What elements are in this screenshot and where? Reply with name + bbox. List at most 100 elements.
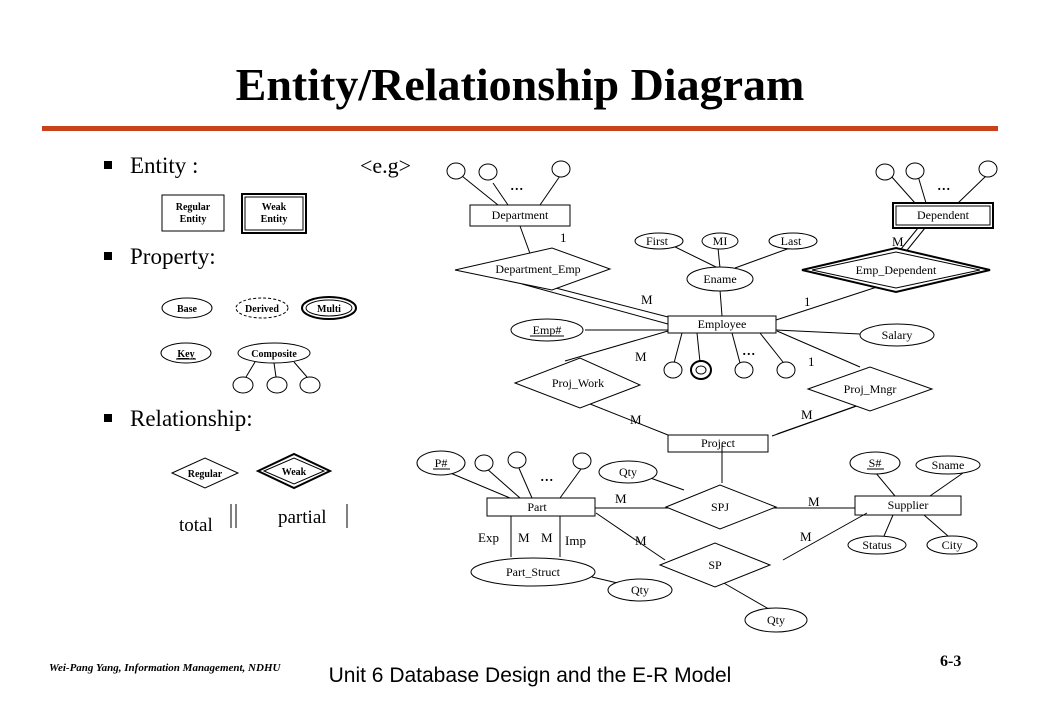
entity-employee-label: Employee (698, 317, 747, 331)
entity-supplier (854, 495, 962, 516)
legend-weak-entity-line1: Weak (262, 202, 287, 213)
entity-department (469, 204, 571, 227)
ellipsis-employee: ... (742, 339, 756, 359)
entity-employee (667, 315, 777, 334)
legend-regular-rel-label: Regular (188, 469, 223, 480)
bullet-entity-text: Entity : (130, 153, 199, 178)
bullet-marker (104, 251, 112, 260)
attribute-ellipse (551, 160, 571, 178)
legend-composite-label: Composite (251, 349, 297, 360)
attr-qty-part-struct-label: Qty (631, 583, 649, 597)
card-dept: 1 (560, 230, 567, 245)
legend: Regular Entity Weak Entity Base Derived … (160, 193, 357, 490)
er-main: Department Dependent Employee Project Pa… (416, 160, 998, 633)
attribute-ellipse (978, 160, 998, 178)
bullet-marker (104, 160, 112, 169)
attribute-ellipse (734, 361, 754, 379)
attr-salary (859, 323, 935, 347)
attribute-ellipse (446, 162, 466, 180)
attr-city-label: City (942, 538, 963, 552)
entity-dependent-label: Dependent (917, 208, 970, 222)
legend-key-ellipse (160, 342, 212, 364)
rel-emp-dependent-label: Emp_Dependent (856, 263, 937, 277)
card-proj-mngr-proj: M (801, 407, 813, 422)
card-proj-mngr-emp: 1 (808, 354, 815, 369)
rel-proj-mngr-label: Proj_Mngr (844, 382, 897, 396)
attribute-ellipse (875, 163, 895, 181)
unnamed-attributes (446, 160, 998, 472)
legend-base-ellipse (161, 297, 213, 319)
attribute-ellipse (474, 454, 494, 472)
entity-department-label: Department (492, 208, 549, 222)
legend-multi-inner (305, 299, 353, 317)
attr-qty-spj (598, 460, 658, 484)
attr-sname-label: Sname (932, 458, 965, 472)
attr-p-no (416, 450, 466, 476)
attribute-ellipse (663, 361, 683, 379)
rel-department-emp (454, 247, 612, 291)
rel-emp-dependent-outer (801, 246, 991, 294)
card-spj-project: M (635, 533, 647, 548)
attr-qty-spj-label: Qty (619, 465, 637, 479)
attr-ename (686, 266, 754, 292)
attr-salary-label: Salary (882, 328, 913, 342)
legend-partial-label: partial (278, 507, 327, 528)
attr-last (768, 232, 818, 250)
card-spj-supplier: M (808, 494, 820, 509)
ellipsis-department: ... (510, 174, 524, 194)
footer-author: Wei-Pang Yang, Information Management, N… (49, 662, 281, 674)
attr-first-label: First (646, 234, 669, 248)
legend-weak-entity-line2: Entity (261, 214, 288, 225)
rel-proj-mngr (806, 366, 934, 412)
legend-weak-rel-inner (262, 457, 326, 485)
card-imp-m: M (541, 530, 553, 545)
bullet-property: Property: (104, 244, 216, 270)
rel-emp-dependent-inner (811, 251, 981, 289)
attr-first (634, 232, 684, 250)
attr-s-no (849, 451, 901, 475)
attr-emp-no-label: Emp# (533, 323, 562, 337)
attr-last-label: Last (781, 234, 802, 248)
legend-weak-rel-label: Weak (282, 467, 307, 478)
legend-weak-entity-outer (241, 193, 307, 234)
attr-p-no-label: P# (435, 456, 448, 470)
legend-regular-entity-box (161, 194, 225, 232)
connectors (447, 175, 987, 613)
legend-base-label: Base (177, 304, 198, 315)
legend-derived-label: Derived (245, 304, 279, 315)
rel-part-struct (470, 557, 596, 587)
attr-ename-label: Ename (703, 272, 736, 286)
legend-composite-link (293, 361, 308, 378)
attr-status-label: Status (862, 538, 892, 552)
entity-project (667, 434, 769, 453)
card-imp: Imp (565, 533, 586, 548)
attr-mi-label: MI (713, 234, 728, 248)
legend-multi-label: Multi (317, 304, 341, 315)
attr-qty-sp (744, 607, 808, 633)
card-spj-part: M (615, 491, 627, 506)
rel-department-emp-label: Department_Emp (495, 262, 580, 276)
footer-unit: Unit 6 Database Design and the E-R Model (328, 664, 732, 687)
attr-qty-part-struct (607, 578, 673, 602)
legend-component-ellipse (299, 376, 321, 394)
rel-sp-label: SP (708, 558, 722, 572)
bullet-entity: Entity : (104, 153, 198, 179)
attr-status (847, 535, 907, 555)
bullet-marker (104, 413, 112, 422)
bullet-relationship-text: Relationship: (130, 406, 253, 431)
attribute-ellipse (507, 451, 527, 469)
attr-s-no-label: S# (869, 456, 882, 470)
rel-proj-work (513, 357, 642, 409)
bullet-property-text: Property: (130, 244, 216, 269)
legend-component-ellipse (266, 376, 288, 394)
legend-weak-rel-outer (255, 452, 333, 490)
rel-sp (658, 542, 772, 588)
card-proj-work-proj: M (630, 412, 642, 427)
card-exp-m: M (518, 530, 530, 545)
legend-multi-outer (301, 296, 357, 320)
legend-component-ellipse (232, 376, 254, 394)
attr-mi (701, 232, 739, 250)
card-dependent: M (892, 234, 904, 249)
